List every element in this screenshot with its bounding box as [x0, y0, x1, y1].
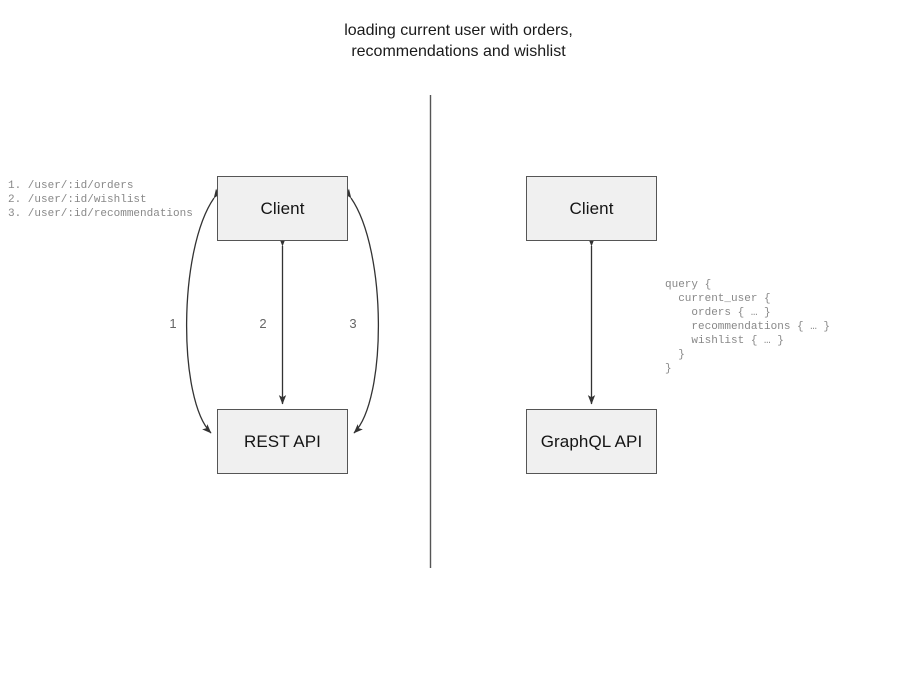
node-client-graphql-label: Client — [569, 198, 614, 218]
node-graphql-api[interactable]: GraphQL API — [526, 409, 657, 474]
edge-label-3: 3 — [349, 316, 357, 331]
node-graphql-api-label: GraphQL API — [540, 431, 643, 451]
node-client-graphql[interactable]: Client — [526, 176, 657, 241]
node-client-rest-label: Client — [260, 198, 305, 218]
edge-label-2: 2 — [259, 316, 267, 331]
edge-3-curve-right — [342, 188, 380, 434]
page-title: loading current user with orders, recomm… — [344, 22, 573, 60]
rest-endpoints-list: 1. /user/:id/orders 2. /user/:id/wishlis… — [8, 180, 193, 220]
node-rest-api-label: REST API — [243, 431, 322, 451]
edge-label-1: 1 — [169, 316, 177, 331]
edge-1-curve-left — [185, 188, 223, 434]
node-client-rest[interactable]: Client — [217, 176, 348, 241]
graphql-query-block: query { current_user { orders { … } reco… — [665, 279, 831, 375]
node-rest-api[interactable]: REST API — [217, 409, 348, 474]
